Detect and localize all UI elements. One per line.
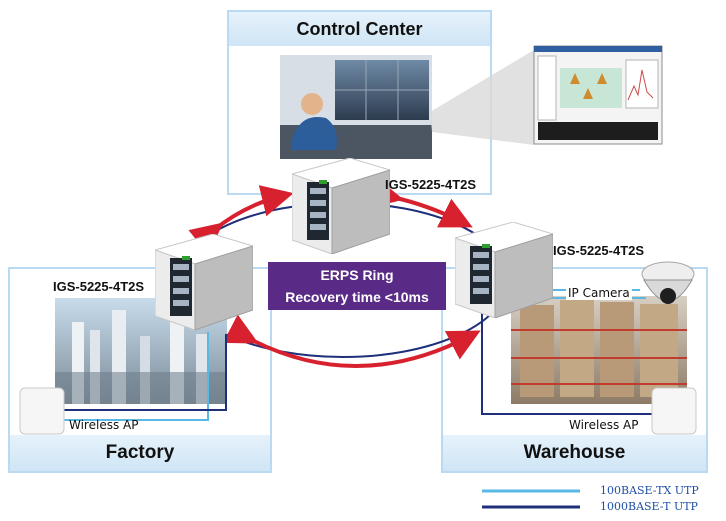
legend-t-label: 1000BASE-T UTP — [600, 500, 698, 513]
switch-left-label: IGS-5225-4T2S — [53, 279, 145, 294]
wireless-ap-warehouse-icon — [651, 387, 697, 435]
switch-top — [290, 157, 392, 255]
factory-title: Factory — [10, 435, 270, 471]
nms-screenshot — [533, 45, 663, 145]
erps-ring-title: ERPS Ring — [320, 267, 394, 283]
factory-link-tx — [64, 332, 209, 421]
factory-link-t — [40, 334, 227, 411]
zoom-projection — [430, 50, 534, 145]
wireless-ap-factory-label: Wireless AP — [69, 418, 139, 432]
wireless-ap-warehouse-label: Wireless AP — [569, 418, 639, 432]
ip-camera-icon — [641, 261, 695, 304]
ring-arrow-top-left — [188, 185, 294, 256]
switch-left — [153, 233, 255, 331]
warehouse-title: Warehouse — [443, 435, 706, 471]
ring-arrow-top-right — [369, 177, 473, 228]
wireless-ap-factory-icon — [19, 387, 65, 435]
warehouse-photo — [511, 296, 687, 404]
legend-tx-label: 100BASE-TX UTP — [600, 484, 699, 497]
erps-ring-label: ERPS Ring Recovery time <10ms — [268, 262, 446, 310]
switch-right-label: IGS-5225-4T2S — [553, 243, 645, 258]
control-center-title: Control Center — [229, 12, 490, 46]
ip-camera-label: IP Camera — [566, 286, 632, 300]
control-room-photo — [280, 55, 432, 159]
switch-top-label: IGS-5225-4T2S — [385, 177, 477, 192]
ring-arrow-bottom — [222, 314, 481, 368]
switch-right — [453, 221, 555, 319]
erps-ring-recovery: Recovery time <10ms — [285, 289, 429, 305]
warehouse-link-t — [481, 312, 656, 415]
factory-photo — [55, 298, 227, 404]
